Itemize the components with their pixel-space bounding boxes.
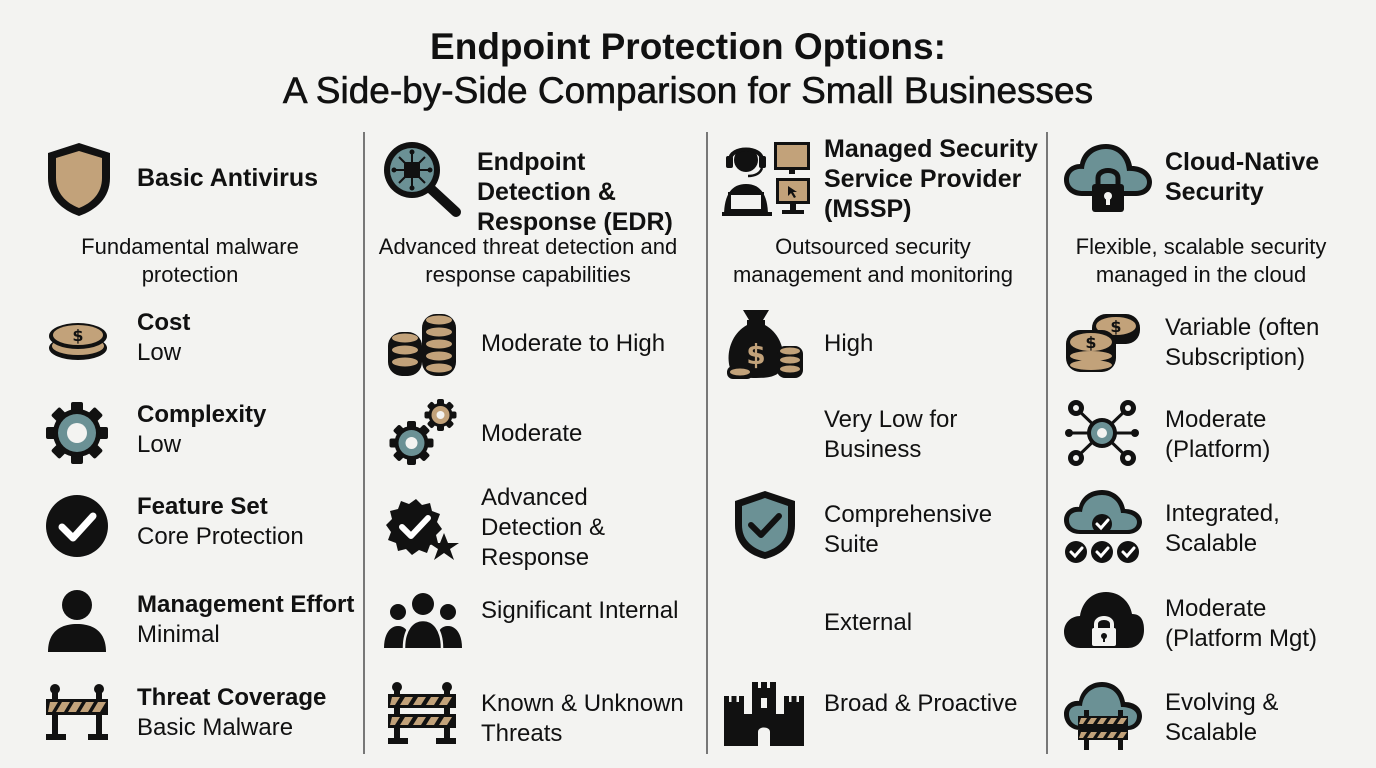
column-title: Endpoint Detection & Response (EDR) bbox=[477, 148, 673, 236]
page-subtitle: A Side-by-Side Comparison for Small Busi… bbox=[282, 70, 1094, 112]
row-value: Variable (often Subscription) bbox=[1165, 314, 1320, 371]
row-value: Integrated, Scalable bbox=[1165, 500, 1280, 557]
svg-text:$: $ bbox=[1110, 317, 1121, 336]
row-cost: Variable (often Subscription) bbox=[1165, 313, 1365, 373]
row-feature-set: Feature Set Core Protection bbox=[137, 492, 304, 552]
row-value: Comprehensive Suite bbox=[824, 501, 993, 558]
row-value: Low bbox=[137, 431, 182, 458]
shield-icon bbox=[44, 140, 114, 218]
cloud-lock-icon bbox=[1062, 140, 1154, 216]
row-label: Feature Set bbox=[137, 493, 268, 520]
row-value: Very Low for Business bbox=[824, 406, 958, 463]
column-description: Fundamental malware protection bbox=[81, 234, 299, 287]
row-value: Moderate (Platform Mgt) bbox=[1165, 595, 1318, 652]
row-value: Moderate bbox=[481, 420, 583, 447]
svg-text:$: $ bbox=[1085, 333, 1096, 352]
svg-text:$: $ bbox=[746, 338, 765, 371]
barricade-icon bbox=[386, 682, 458, 746]
team-icon bbox=[384, 590, 462, 652]
gear-network-icon bbox=[1064, 396, 1140, 470]
row-value: Core Protection bbox=[137, 523, 304, 550]
row-value: Significant Internal bbox=[481, 597, 679, 624]
operator-monitors-icon bbox=[720, 140, 812, 220]
column-title: Cloud-Native Security bbox=[1165, 148, 1320, 206]
magnifier-chip-icon bbox=[380, 140, 462, 218]
row-value: Evolving & Scalable bbox=[1165, 689, 1279, 746]
row-feature-set: Integrated, Scalable bbox=[1165, 499, 1365, 559]
row-complexity: Very Low for Business bbox=[824, 405, 1024, 465]
row-management-effort: Management Effort Minimal bbox=[137, 590, 354, 650]
column-title: Managed Security Service Provider (MSSP) bbox=[824, 135, 1038, 223]
badge-star-icon bbox=[384, 497, 460, 563]
row-threat-coverage: Evolving & Scalable bbox=[1165, 688, 1365, 748]
coin-stacks-icon bbox=[386, 310, 458, 378]
row-value: Moderate (Platform) bbox=[1165, 406, 1271, 463]
column-divider bbox=[706, 132, 708, 754]
row-value: High bbox=[824, 330, 874, 357]
row-cost: Moderate to High bbox=[481, 329, 665, 359]
row-value: Basic Malware bbox=[137, 714, 294, 741]
row-label: Threat Coverage bbox=[137, 684, 327, 711]
column-divider bbox=[1046, 132, 1048, 754]
row-value: Known & Unknown Threats bbox=[481, 690, 684, 747]
checkmark-circle-icon bbox=[45, 494, 109, 558]
row-value: Moderate to High bbox=[481, 330, 666, 357]
row-complexity: Moderate (Platform) bbox=[1165, 405, 1365, 465]
row-management-effort: Moderate (Platform Mgt) bbox=[1165, 594, 1365, 654]
coins-icon: $ $ bbox=[1064, 312, 1142, 374]
gears-icon bbox=[385, 397, 461, 467]
row-value: Broad & Proactive bbox=[824, 690, 1018, 717]
column-description: Flexible, scalable security managed in t… bbox=[1075, 234, 1327, 287]
money-bag-icon: $ bbox=[725, 306, 805, 380]
row-cost: Cost Low bbox=[137, 308, 190, 368]
column-description: Outsourced security management and monit… bbox=[732, 234, 1014, 287]
column-description: Advanced threat detection and response c… bbox=[378, 234, 678, 287]
svg-text:$: $ bbox=[72, 326, 83, 345]
shield-check-icon bbox=[732, 489, 798, 561]
row-complexity: Moderate bbox=[481, 419, 582, 449]
column-divider bbox=[363, 132, 365, 754]
coins-icon: $ bbox=[46, 318, 110, 364]
row-feature-set: Advanced Detection & Response bbox=[481, 483, 681, 573]
row-value: Minimal bbox=[137, 621, 220, 648]
row-label: Complexity bbox=[137, 401, 267, 428]
gear-icon bbox=[44, 400, 110, 466]
row-threat-coverage: Broad & Proactive bbox=[824, 689, 1024, 719]
row-value: Advanced Detection & Response bbox=[481, 484, 606, 571]
cloud-checks-icon bbox=[1062, 488, 1144, 566]
cloud-lock-icon bbox=[1062, 590, 1146, 650]
row-label: Cost bbox=[137, 309, 191, 336]
row-value: External bbox=[824, 609, 913, 636]
column-title: Basic Antivirus bbox=[137, 164, 319, 192]
row-management-effort: Significant Internal bbox=[481, 596, 681, 626]
row-cost: High bbox=[824, 329, 873, 359]
row-management-effort: External bbox=[824, 608, 1024, 638]
person-icon bbox=[46, 588, 108, 654]
castle-icon bbox=[722, 680, 806, 746]
row-label: Management Effort bbox=[137, 591, 355, 618]
row-complexity: Complexity Low bbox=[137, 400, 266, 460]
page-title: Endpoint Protection Options: bbox=[430, 26, 946, 67]
row-threat-coverage: Threat Coverage Basic Malware bbox=[137, 683, 326, 743]
row-feature-set: Comprehensive Suite bbox=[824, 500, 1024, 560]
row-value: Low bbox=[137, 339, 182, 366]
row-threat-coverage: Known & Unknown Threats bbox=[481, 689, 691, 749]
barricade-icon bbox=[44, 684, 110, 742]
cloud-barricade-icon bbox=[1062, 680, 1144, 750]
